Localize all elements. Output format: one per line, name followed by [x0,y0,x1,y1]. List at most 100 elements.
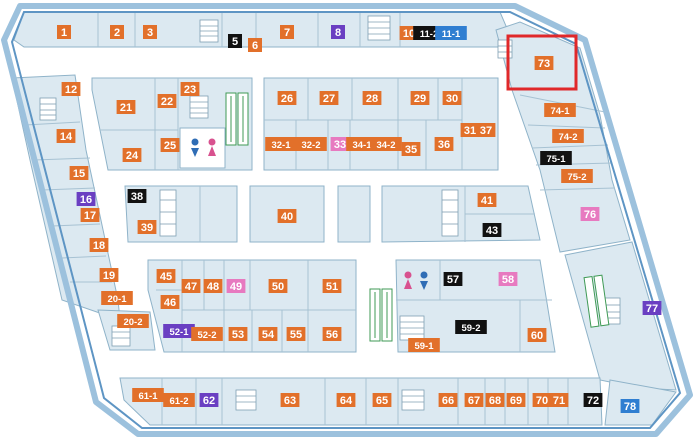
shop-marker-52-1[interactable]: 52-1 [163,324,195,338]
shop-marker-38[interactable]: 38 [127,189,147,203]
shop-label: 18 [93,240,105,252]
shop-label: 20-2 [123,317,142,328]
shop-marker-25[interactable]: 25 [160,138,180,152]
shop-marker-41[interactable]: 41 [477,193,497,207]
shop-marker-65[interactable]: 65 [372,393,392,407]
shop-marker-61-1[interactable]: 61-1 [132,388,164,402]
shop-marker-46[interactable]: 46 [160,295,180,309]
shop-marker-20-1[interactable]: 20-1 [101,291,133,305]
shop-marker-2[interactable]: 2 [110,25,124,39]
shop-marker-8[interactable]: 8 [331,25,345,39]
shop-marker-26[interactable]: 26 [277,91,297,105]
shop-marker-55[interactable]: 55 [286,327,306,341]
shop-marker-75-1[interactable]: 75-1 [540,151,572,165]
shop-marker-33[interactable]: 33 [330,137,350,151]
shop-marker-51[interactable]: 51 [322,279,342,293]
shop-marker-19[interactable]: 19 [99,268,119,282]
shop-marker-34-2[interactable]: 34-2 [370,137,402,151]
shop-marker-48[interactable]: 48 [203,279,223,293]
shop-marker-62[interactable]: 62 [199,393,219,407]
shop-marker-59-1[interactable]: 59-1 [408,338,440,352]
shop-marker-64[interactable]: 64 [336,393,356,407]
shop-marker-20-2[interactable]: 20-2 [117,314,149,328]
shop-marker-23[interactable]: 23 [180,82,200,96]
shop-marker-43[interactable]: 43 [482,223,502,237]
shop-marker-37[interactable]: 37 [476,123,496,137]
shop-marker-17[interactable]: 17 [80,208,100,222]
shop-marker-68[interactable]: 68 [485,393,505,407]
shop-marker-bg [268,279,288,293]
shop-marker-bg [137,220,157,234]
shop-marker-12[interactable]: 12 [61,82,81,96]
shop-marker-54[interactable]: 54 [258,327,278,341]
shop-marker-63[interactable]: 63 [280,393,300,407]
shop-marker-52-2[interactable]: 52-2 [191,327,223,341]
shop-marker-59-2[interactable]: 59-2 [455,320,487,334]
shop-marker-bg [331,25,345,39]
shop-marker-71[interactable]: 71 [549,393,569,407]
shop-marker-32-1[interactable]: 32-1 [265,137,297,151]
shop-marker-56[interactable]: 56 [322,327,342,341]
shop-marker-27[interactable]: 27 [319,91,339,105]
shop-marker-61-2[interactable]: 61-2 [163,393,195,407]
shop-marker-77[interactable]: 77 [642,301,662,315]
shop-marker-18[interactable]: 18 [89,238,109,252]
shop-label: 50 [272,281,284,293]
shop-marker-50[interactable]: 50 [268,279,288,293]
shop-marker-34-1[interactable]: 34-1 [346,137,378,151]
shop-marker-40[interactable]: 40 [277,209,297,223]
shop-marker-73[interactable]: 73 [534,56,554,70]
shop-marker-1[interactable]: 1 [57,25,71,39]
shop-marker-76[interactable]: 76 [580,207,600,221]
shop-marker-21[interactable]: 21 [116,100,136,114]
shop-marker-24[interactable]: 24 [122,148,142,162]
shop-marker-60[interactable]: 60 [527,328,547,342]
shop-marker-bg [482,223,502,237]
shop-marker-74-2[interactable]: 74-2 [552,129,584,143]
shop-marker-69[interactable]: 69 [506,393,526,407]
shop-marker-11-1[interactable]: 11-1 [435,26,467,40]
shop-marker-16[interactable]: 16 [76,192,96,206]
shop-marker-bg [549,393,569,407]
shop-marker-32-2[interactable]: 32-2 [295,137,327,151]
shop-marker-7[interactable]: 7 [280,25,294,39]
shop-label: 1 [61,27,67,39]
shop-label: 14 [60,131,73,143]
shop-marker-75-2[interactable]: 75-2 [561,169,593,183]
shop-marker-bg [460,123,480,137]
shop-marker-67[interactable]: 67 [464,393,484,407]
shop-marker-31[interactable]: 31 [460,123,480,137]
shop-marker-5[interactable]: 5 [228,34,242,48]
shop-marker-47[interactable]: 47 [181,279,201,293]
shop-marker-35[interactable]: 35 [401,142,421,156]
shop-marker-78[interactable]: 78 [620,399,640,413]
shop-marker-53[interactable]: 53 [228,327,248,341]
shop-marker-74-1[interactable]: 74-1 [544,103,576,117]
shop-marker-3[interactable]: 3 [143,25,157,39]
shop-marker-57[interactable]: 57 [443,272,463,286]
shop-label: 75-1 [546,154,566,165]
shop-marker-6[interactable]: 6 [248,38,262,52]
shop-marker-29[interactable]: 29 [410,91,430,105]
shop-marker-49[interactable]: 49 [226,279,246,293]
shop-marker-14[interactable]: 14 [56,129,76,143]
shop-marker-bg [346,137,378,151]
shop-label: 68 [489,395,501,407]
shop-label: 76 [584,209,596,221]
shop-marker-22[interactable]: 22 [157,94,177,108]
shop-marker-28[interactable]: 28 [362,91,382,105]
shop-marker-bg [56,129,76,143]
shop-label: 48 [207,281,219,293]
shop-label: 11-2 [420,29,439,40]
shop-marker-66[interactable]: 66 [438,393,458,407]
shop-marker-39[interactable]: 39 [137,220,157,234]
shop-marker-bg [110,25,124,39]
shop-marker-72[interactable]: 72 [583,393,603,407]
shop-marker-bg [277,209,297,223]
shop-marker-58[interactable]: 58 [498,272,518,286]
shop-marker-15[interactable]: 15 [69,166,89,180]
shop-marker-30[interactable]: 30 [442,91,462,105]
shop-marker-45[interactable]: 45 [156,269,176,283]
shop-marker-36[interactable]: 36 [434,137,454,151]
shop-marker-70[interactable]: 70 [532,393,552,407]
